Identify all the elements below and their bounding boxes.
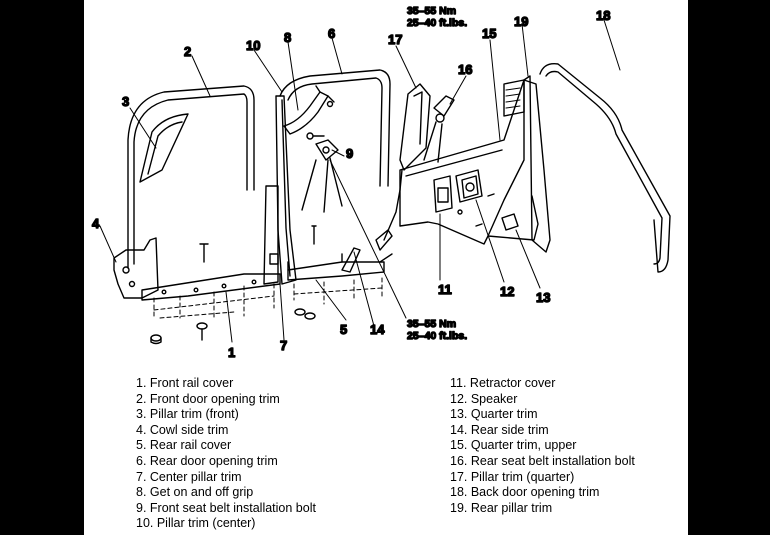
legend-left-column: 1. Front rail cover 2. Front door openin…: [136, 376, 316, 532]
rear-side-trim-part: [341, 229, 393, 273]
exploded-view-illustration: 35–55 Nm 25–40 ft.lbs. 35–55 Nm 25–40 ft…: [91, 4, 671, 360]
legend-item-14: 14. Rear side trim: [450, 422, 549, 437]
callout-6: 6: [328, 26, 335, 41]
torque-spec-bottom-line1: 35–55 Nm: [407, 318, 456, 330]
callout-12: 12: [500, 284, 514, 299]
legend-item-19: 19. Rear pillar trim: [450, 500, 553, 515]
callout-11: 11: [438, 282, 452, 297]
callout-4: 4: [92, 216, 100, 231]
callout-15: 15: [482, 26, 496, 41]
legend-item-8: 8. Get on and off grip: [136, 485, 254, 500]
callout-8: 8: [284, 30, 291, 45]
front-rail-cover-part: [141, 273, 281, 319]
legend-item-4: 4. Cowl side trim: [136, 422, 229, 437]
legend-item-11: 11. Retractor cover: [450, 376, 556, 390]
center-pillar-trim-part: [263, 95, 297, 285]
retractor-cover-part: [433, 175, 463, 215]
speaker-part: [455, 169, 495, 227]
back-door-opening-trim-part: [539, 63, 671, 273]
rear-rail-cover-part: [287, 225, 385, 320]
front-door-opening-trim-part: [127, 85, 255, 269]
pillar-trim-quarter-part: [399, 83, 431, 171]
legend-item-16: 16. Rear seat belt installation bolt: [450, 453, 635, 468]
rear-seat-belt-part: [423, 95, 455, 163]
rear-door-opening-trim-part: [279, 69, 391, 187]
front-fasteners: [150, 243, 209, 345]
grip-part: [283, 85, 335, 140]
legend-item-17: 17. Pillar trim (quarter): [450, 469, 575, 484]
callout-18: 18: [596, 8, 610, 23]
callout-2: 2: [184, 44, 191, 59]
torque-spec-top-line2: 25–40 ft.lbs.: [407, 17, 467, 29]
diagram-sheet: 35–55 Nm 25–40 ft.lbs. 35–55 Nm 25–40 ft…: [84, 0, 688, 535]
callout-5: 5: [340, 322, 347, 337]
legend-item-12: 12. Speaker: [450, 391, 518, 406]
callout-13: 13: [536, 290, 550, 305]
front-seat-belt-part: [301, 139, 343, 213]
legend-right-column: 11. Retractor cover 12. Speaker 13. Quar…: [450, 376, 635, 516]
cowl-side-trim-part: [113, 237, 159, 299]
callout-19: 19: [514, 14, 528, 29]
legend-item-13: 13. Quarter trim: [450, 407, 538, 422]
legend-item-5: 5. Rear rail cover: [136, 438, 232, 453]
legend-item-2: 2. Front door opening trim: [136, 391, 280, 406]
callout-7: 7: [280, 338, 287, 353]
rear-pillar-trim-part: [503, 75, 551, 253]
torque-spec-top-line1: 35–55 Nm: [407, 5, 456, 17]
torque-spec-bottom-line2: 25–40 ft.lbs.: [407, 330, 467, 342]
legend-item-6: 6. Rear door opening trim: [136, 453, 278, 468]
callout-3: 3: [122, 94, 129, 109]
legend-item-10: 10. Pillar trim (center): [136, 516, 256, 531]
legend-item-9: 9. Front seat belt installation bolt: [136, 500, 316, 515]
legend-item-15: 15. Quarter trim, upper: [450, 438, 577, 453]
leader-lines: [99, 19, 621, 343]
pillar-trim-front-part: [139, 113, 189, 183]
legend-item-18: 18. Back door opening trim: [450, 485, 600, 500]
legend-item-3: 3. Pillar trim (front): [136, 407, 239, 422]
callout-16: 16: [458, 62, 472, 77]
callout-17: 17: [388, 32, 402, 47]
legend-item-7: 7. Center pillar trim: [136, 469, 242, 484]
legend-item-1: 1. Front rail cover: [136, 376, 234, 390]
callout-1: 1: [228, 345, 235, 360]
callout-14: 14: [370, 322, 385, 337]
callout-9: 9: [346, 146, 353, 161]
callout-10: 10: [246, 38, 260, 53]
